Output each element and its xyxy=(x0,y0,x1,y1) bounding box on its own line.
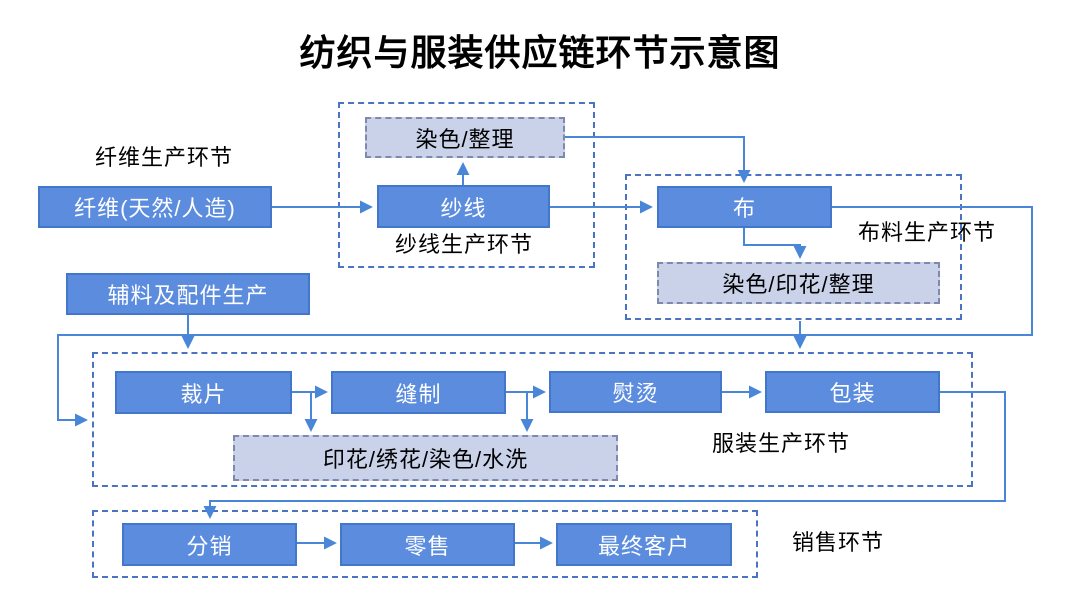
garment-section-border xyxy=(92,352,973,487)
node-accessories: 辅料及配件生产 xyxy=(66,273,310,315)
node-pressing: 熨烫 xyxy=(549,371,722,413)
node-dye-finish: 染色/整理 xyxy=(365,117,565,158)
node-distribution: 分销 xyxy=(122,523,297,566)
fabric-section-border xyxy=(625,174,962,320)
node-final-customer: 最终客户 xyxy=(556,523,732,566)
yarn-section-label: 纱线生产环节 xyxy=(395,232,534,257)
node-cutting: 裁片 xyxy=(115,371,292,414)
sales-section-border xyxy=(92,510,758,578)
fiber-section-label: 纤维生产环节 xyxy=(95,145,234,170)
node-sewing: 缝制 xyxy=(331,371,506,414)
node-fabric: 布 xyxy=(657,186,832,228)
connector-fabric-to-garment-section xyxy=(57,206,1033,427)
node-retail: 零售 xyxy=(340,523,515,566)
yarn-section-border xyxy=(338,102,595,268)
node-print-embroider-dye-wash: 印花/绣花/染色/水洗 xyxy=(233,435,618,481)
node-dye-print-finish: 染色/印花/整理 xyxy=(657,262,940,304)
connector-fabric-to-dye-print-finish xyxy=(743,228,807,259)
node-fiber: 纤维(天然/人造) xyxy=(38,186,272,228)
garment-section-label: 服装生产环节 xyxy=(712,431,851,456)
fabric-section-label: 布料生产环节 xyxy=(858,220,997,245)
node-yarn: 纱线 xyxy=(377,185,550,228)
connector-dye-finish-to-fabric xyxy=(565,136,751,183)
sales-section-label: 销售环节 xyxy=(792,530,885,555)
node-packing: 包装 xyxy=(765,371,940,413)
diagram-title: 纺织与服装供应链环节示意图 xyxy=(299,32,781,73)
connector-packing-to-distribution xyxy=(203,391,1006,519)
